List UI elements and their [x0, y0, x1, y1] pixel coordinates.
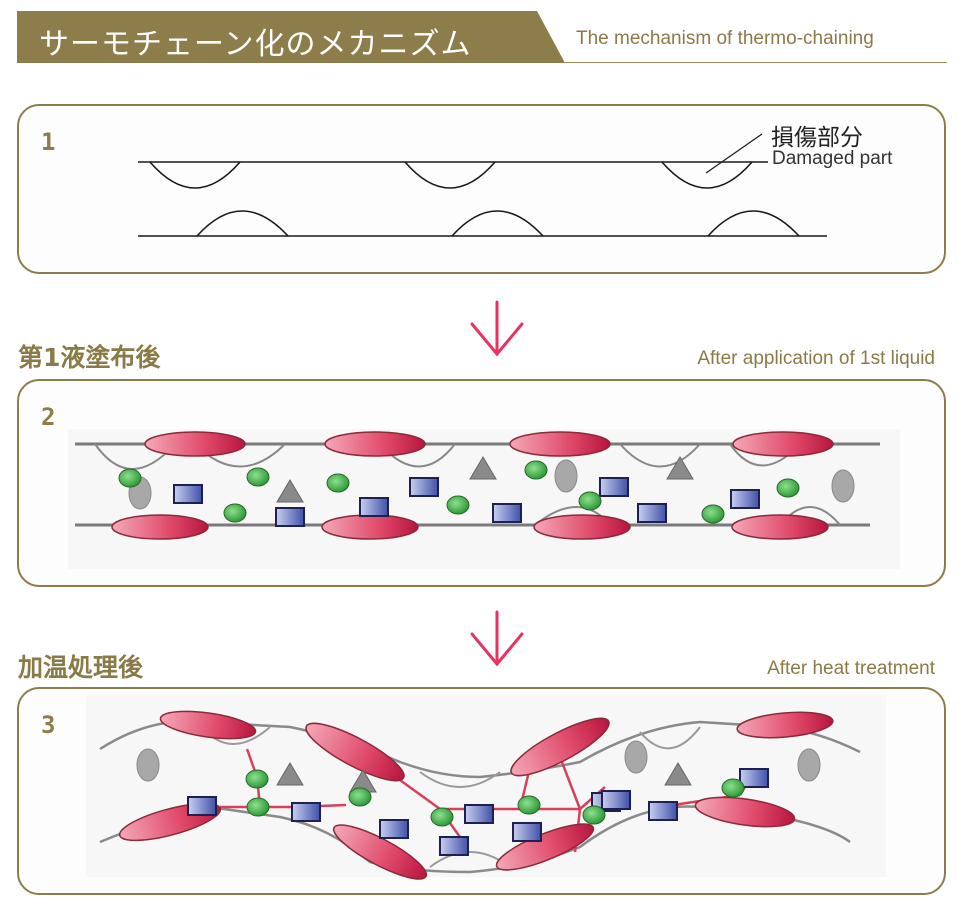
green-agent	[776, 478, 800, 498]
gray-molecule	[624, 740, 648, 774]
blue-agent	[739, 768, 769, 788]
gray-molecule	[136, 748, 160, 782]
protein-ellipse	[321, 514, 419, 540]
green-agent	[430, 807, 454, 827]
protein-ellipse	[305, 722, 405, 782]
page-title: サーモチェーン化のメカニズム	[39, 27, 472, 62]
damage-bump	[707, 210, 800, 237]
protein-ellipse	[159, 710, 257, 740]
callout-damaged-part-en: Damaged part	[772, 148, 893, 169]
protein-ellipse	[332, 824, 428, 880]
damaged-hair-diagram	[138, 133, 827, 237]
blue-agent	[187, 796, 217, 816]
blue-agent	[601, 790, 631, 810]
panel-number: 3	[41, 711, 56, 739]
blue-agent	[730, 489, 760, 509]
protein-ellipse	[510, 717, 610, 777]
green-agent	[246, 467, 270, 487]
crosslink-bond	[558, 756, 582, 810]
page-subtitle: The mechanism of thermo-chaining	[576, 28, 874, 49]
green-agent	[578, 491, 602, 511]
panel-damaged-hair: 1	[17, 104, 946, 274]
protein-ellipse	[731, 514, 829, 540]
protein-ellipse	[509, 431, 611, 457]
blue-agent	[379, 819, 409, 839]
gray-triangle	[664, 762, 692, 786]
step3-diagram	[86, 695, 886, 880]
gray-molecule	[554, 459, 578, 493]
blue-agent	[648, 801, 678, 821]
green-agent	[517, 795, 541, 815]
gray-triangle	[276, 479, 304, 503]
section-title-step2: 第1液塗布後	[18, 343, 161, 372]
section-title-step3: 加温処理後	[18, 653, 144, 682]
blue-agent	[492, 503, 522, 523]
header-band-shape	[17, 11, 565, 63]
green-agent	[446, 495, 470, 515]
blue-agent	[275, 507, 305, 527]
step2-diagram	[68, 429, 900, 569]
blue-agent	[599, 477, 629, 497]
damage-dent	[149, 161, 241, 189]
arrow-down-icon	[470, 610, 524, 667]
blue-agent	[439, 836, 469, 856]
green-agent	[246, 797, 270, 817]
gray-triangle	[469, 456, 497, 480]
blue-agent	[637, 503, 667, 523]
green-agent	[348, 787, 372, 807]
blue-agent	[464, 804, 494, 824]
callout-leader-line	[705, 133, 763, 174]
protein-ellipse	[324, 431, 426, 457]
green-agent	[524, 460, 548, 480]
header-band: サーモチェーン化のメカニズム	[17, 11, 565, 63]
gray-triangle	[666, 456, 694, 480]
protein-ellipse	[732, 431, 834, 457]
green-agent	[326, 473, 350, 493]
green-agent	[582, 805, 606, 825]
callout-damaged-part-jp: 損傷部分	[771, 125, 863, 151]
green-agent	[223, 503, 247, 523]
green-agent	[701, 504, 725, 524]
green-agent	[245, 769, 269, 789]
damage-dent	[404, 161, 496, 189]
panel-number: 1	[41, 128, 56, 156]
blue-agent	[512, 822, 542, 842]
arrow-down-icon	[470, 300, 524, 357]
blue-agent	[173, 484, 203, 504]
gray-molecule	[831, 469, 855, 503]
protein-ellipse	[694, 796, 796, 828]
damage-bump	[196, 210, 289, 237]
section-subtitle-step2: After application of 1st liquid	[697, 348, 935, 369]
protein-ellipse	[111, 514, 209, 540]
gray-triangle	[276, 762, 304, 786]
green-agent	[118, 468, 142, 488]
damage-dent	[661, 161, 753, 189]
green-agent	[721, 778, 745, 798]
damage-bump	[451, 210, 544, 237]
panel-number: 2	[41, 403, 56, 431]
protein-ellipse	[533, 514, 631, 540]
gray-molecule	[797, 748, 821, 782]
protein-ellipse	[144, 431, 246, 457]
protein-ellipse	[736, 711, 834, 739]
blue-agent	[359, 497, 389, 517]
blue-agent	[409, 477, 439, 497]
header-divider	[565, 62, 947, 63]
section-subtitle-step3: After heat treatment	[767, 658, 935, 679]
blue-agent	[291, 802, 321, 822]
